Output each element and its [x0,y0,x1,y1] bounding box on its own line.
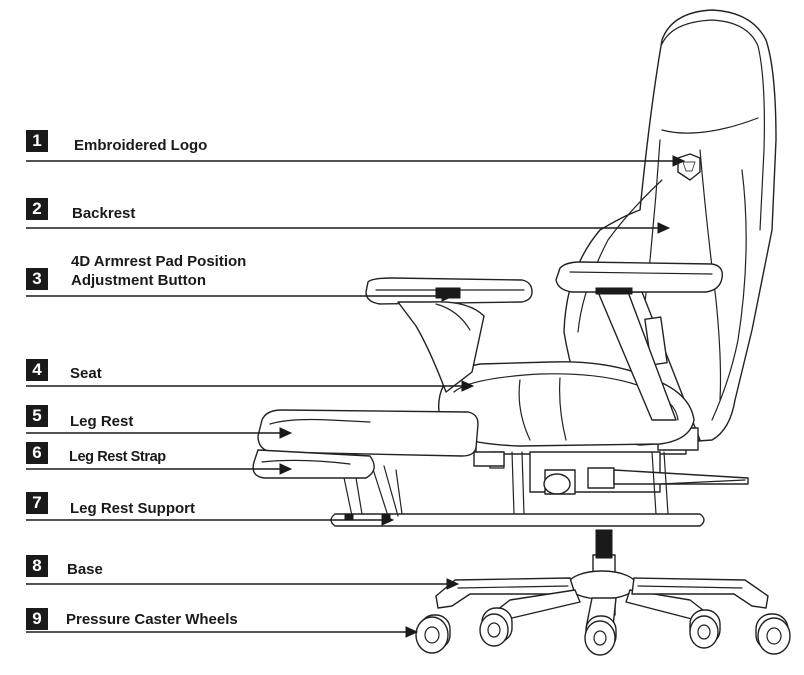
callout-number-1: 1 [26,130,48,152]
label-armrest-button: 4D Armrest Pad Position Adjustment Butto… [71,253,247,289]
label-embroidered-logo: Embroidered Logo [74,137,208,154]
caster-wheel [479,607,513,647]
caster-wheel [689,609,721,649]
callout-number-8: 8 [26,555,48,577]
callout-number-9: 9 [26,608,48,630]
label-base: Base [67,561,103,578]
callout-number-7: 7 [26,492,48,514]
callout-number-2: 2 [26,198,48,220]
label-leg-rest: Leg Rest [70,413,134,430]
leg-rest [252,409,505,479]
leader-lines [26,155,686,638]
caster-wheels [415,607,791,656]
callout-number-6: 6 [26,442,48,464]
right-armrest [555,261,723,421]
label-seat: Seat [70,365,102,382]
label-pressure-caster-wheels: Pressure Caster Wheels [66,611,238,628]
seat-cushion [437,361,695,447]
caster-wheel [584,615,617,656]
label-leg-rest-strap: Leg Rest Strap [69,449,166,465]
callout-number-4: 4 [26,359,48,381]
label-backrest: Backrest [72,205,136,222]
callout-number-3: 3 [26,268,48,290]
caster-wheel [415,614,451,654]
callout-number-5: 5 [26,405,48,427]
caster-wheel [755,613,791,655]
label-leg-rest-support: Leg Rest Support [70,500,196,517]
